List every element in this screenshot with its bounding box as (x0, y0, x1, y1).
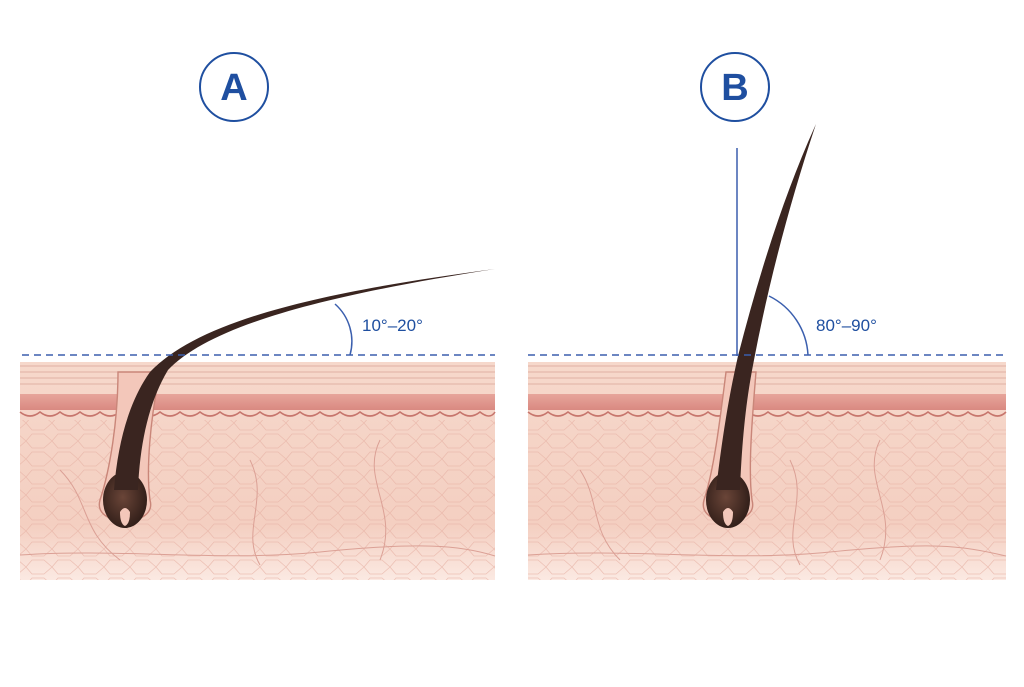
blood-vessels-a (19, 439, 496, 566)
epidermis-b (528, 365, 1006, 385)
panel-b: 80°–90° B (527, 52, 1007, 580)
angle-arc-b (768, 295, 809, 356)
papillary-wave-a (19, 410, 496, 417)
panel-a: 10°–20° A (19, 52, 496, 580)
dermal-papilla-b (723, 508, 733, 526)
panel-badge-b (700, 52, 770, 122)
epidermis-a (20, 365, 495, 385)
papillary-band-a (20, 394, 495, 410)
panel-letter-a: A (220, 67, 247, 109)
hair-shaft-b (716, 124, 816, 490)
dermal-papilla-a (120, 508, 130, 526)
papillary-band-b (528, 394, 1006, 410)
panel-badge-a (199, 52, 269, 122)
blood-vessels-b (527, 439, 1007, 566)
angle-label-a: 10°–20° (362, 316, 423, 335)
papillary-wave-b (527, 410, 1007, 417)
angle-arc-a (334, 303, 353, 356)
panel-letter-b: B (721, 67, 748, 109)
angle-label-b: 80°–90° (816, 316, 877, 335)
